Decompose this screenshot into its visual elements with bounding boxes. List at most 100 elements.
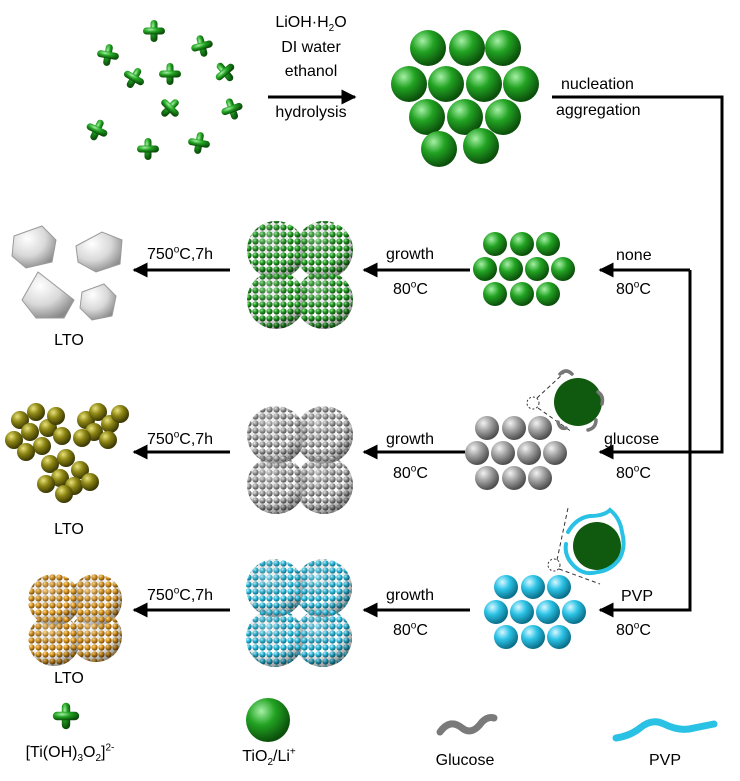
connector-glucose: [552, 95, 724, 460]
growth-label-row3: growth: [386, 587, 435, 604]
glucose-cluster-particle: [528, 466, 552, 490]
white-lto-solid-4: [79, 283, 117, 321]
pvp-cluster-particle: [547, 625, 571, 649]
olive-lto-granule: [71, 461, 89, 479]
green-cluster-particle: [525, 257, 549, 281]
step-aggregation: aggregation: [556, 102, 641, 119]
growth-temp-row3: 80oC: [393, 620, 428, 639]
green-cluster-particle: [473, 257, 497, 281]
olive-lto-granule: [41, 455, 59, 473]
white-lto-solid-3: [21, 271, 75, 319]
glucose-zoom-line: [536, 371, 566, 399]
surface-insets: [526, 369, 626, 585]
orange-lto-ball-shade: [70, 574, 122, 626]
sphere-cluster-top: [391, 30, 539, 167]
glucose-strand: [558, 369, 574, 376]
pvp-cluster-particle: [521, 625, 545, 649]
precursor-cross: [95, 42, 121, 68]
gray-aggregate-ball-shade: [247, 406, 305, 464]
green-cluster-particle: [483, 282, 507, 306]
reagent-water: DI water: [281, 39, 341, 56]
additive-none: none: [616, 247, 652, 264]
orange-lto-ball-shade: [70, 610, 122, 662]
green-aggregate-ball-shade: [247, 271, 305, 329]
gray-aggregate-ball-shade: [247, 456, 305, 514]
pvp-coated-particle: [573, 522, 621, 570]
pvp-cluster-particle: [494, 575, 518, 599]
pvp-cluster-particle: [562, 600, 586, 624]
green-cluster-particle: [536, 232, 560, 256]
lto-products: [5, 225, 129, 666]
precursor-cross: [118, 62, 150, 94]
growth-temp-row1: 80oC: [393, 279, 428, 298]
tio2-sphere: [409, 99, 445, 135]
precursor-cross: [159, 63, 181, 85]
legend-glucose-label: Glucose: [435, 752, 495, 769]
growth-label-row1: growth: [386, 246, 435, 263]
precursor-cross: [217, 94, 247, 124]
pvp-cluster-particle: [521, 575, 545, 599]
precursor-cross: [186, 130, 212, 156]
additive-glucose: glucose: [604, 431, 660, 448]
cyan-aggregate-ball-shade: [294, 609, 352, 667]
reagent-ethanol: ethanol: [284, 63, 338, 80]
aggregate-particles: [246, 221, 353, 667]
olive-lto-granule: [5, 431, 23, 449]
glucose-cluster-particle: [475, 416, 499, 440]
tio2-sphere: [463, 128, 499, 164]
flow-connectors: [132, 89, 724, 618]
glucose-cluster-particle: [517, 441, 541, 465]
olive-lto-granule: [47, 407, 65, 425]
glucose-cluster-particle: [528, 416, 552, 440]
cyan-aggregate-ball-shade: [294, 559, 352, 617]
pvp-cluster-particle: [510, 600, 534, 624]
green-cluster-particle: [483, 232, 507, 256]
olive-lto-granule: [21, 423, 39, 441]
glucose-cluster-particle: [502, 466, 526, 490]
glucose-strand: [596, 390, 605, 406]
growth-temp-row2: 80oC: [393, 463, 428, 482]
glucose-zoom-marker: [526, 396, 540, 410]
precursor-cross: [209, 56, 241, 88]
legend-pvp-icon: [612, 718, 718, 742]
tio2-sphere: [466, 66, 502, 102]
olive-lto-granule: [89, 403, 107, 421]
glucose-cluster-particle: [491, 441, 515, 465]
green-aggregate-ball-shade: [295, 271, 353, 329]
green-cluster-particle: [499, 257, 523, 281]
legend: [52, 698, 718, 742]
olive-lto-granule: [55, 485, 73, 503]
olive-lto-granule: [111, 405, 129, 423]
lto-label-row1: LTO: [54, 332, 84, 349]
green-cluster-particle: [510, 282, 534, 306]
precursor-cluster: [82, 20, 247, 160]
precursor-cross: [154, 92, 186, 124]
temp-pvp: 80oC: [616, 620, 651, 639]
connector-pvp: [598, 270, 692, 618]
tio2-sphere: [410, 30, 446, 66]
glucose-strand: [556, 420, 568, 431]
olive-lto-granule: [81, 473, 99, 491]
tio2-sphere: [447, 99, 483, 135]
precursor-cross: [188, 32, 216, 60]
precursor-cross: [82, 115, 112, 145]
legend-glucose-icon: [436, 714, 498, 736]
cyan-aggregate-ball-shade: [246, 559, 304, 617]
pvp-cluster-particle: [484, 600, 508, 624]
orange-lto-ball-shade: [28, 574, 80, 626]
tio2-sphere: [449, 30, 485, 66]
legend-precursor-label: [Ti(OH)3O2]2-: [25, 742, 115, 765]
lto-label-row3: LTO: [54, 670, 84, 687]
tio2-sphere: [485, 30, 521, 66]
step-hydrolysis: hydrolysis: [275, 104, 347, 121]
white-lto-solid-2: [75, 231, 123, 273]
growth-label-row2: growth: [386, 431, 435, 448]
legend-pvp-label: PVP: [648, 752, 682, 769]
tio2-sphere: [485, 99, 521, 135]
olive-lto-granule: [51, 469, 69, 487]
legend-sphere-icon: [246, 698, 290, 742]
glucose-cluster-particle: [543, 441, 567, 465]
olive-lto-granule: [33, 437, 51, 455]
glucose-cluster-particle: [475, 466, 499, 490]
